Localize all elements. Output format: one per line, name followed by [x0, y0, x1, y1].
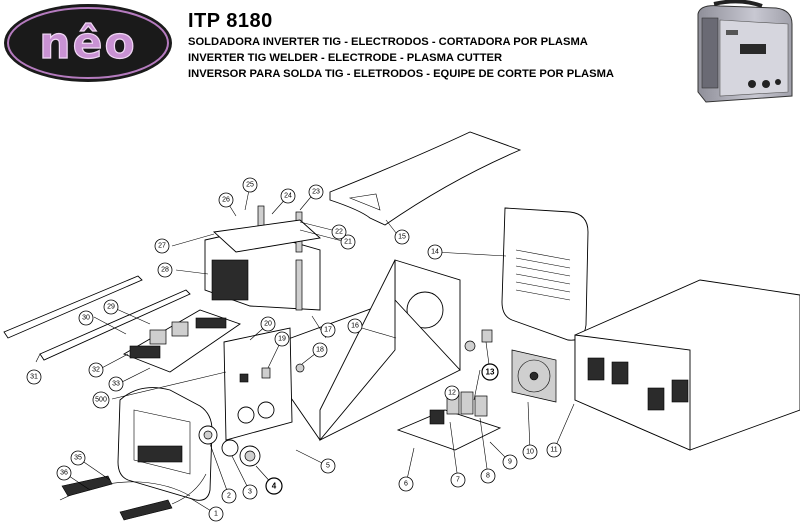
svg-text:35: 35: [74, 455, 82, 462]
callout-13: 13: [481, 363, 499, 381]
description-english: INVERTER TIG WELDER - ELECTRODE - PLASMA…: [188, 52, 503, 64]
svg-text:14: 14: [431, 249, 439, 256]
svg-text:6: 6: [404, 481, 408, 488]
svg-text:15: 15: [398, 234, 406, 241]
svg-text:17: 17: [324, 327, 332, 334]
description-spanish: SOLDADORA INVERTER TIG - ELECTRODOS - CO…: [188, 36, 588, 48]
description-portuguese: INVERSOR PARA SOLDA TIG - ELETRODOS - EQ…: [188, 68, 614, 80]
svg-text:4: 4: [272, 482, 277, 491]
svg-text:3: 3: [248, 489, 252, 496]
svg-text:30: 30: [82, 315, 90, 322]
callout-20: 20: [260, 316, 276, 332]
callout-3: 3: [242, 484, 258, 500]
callout-7: 7: [450, 472, 466, 488]
callout-10: 10: [522, 444, 538, 460]
callout-18: 18: [312, 342, 328, 358]
callout-6: 6: [398, 476, 414, 492]
callout-36: 36: [56, 465, 72, 481]
callout-30: 30: [78, 310, 94, 326]
svg-text:22: 22: [335, 229, 343, 236]
callout-33: 33: [108, 376, 124, 392]
exploded-view-drawing: 1 2 3 4 5 6 7 8 9 10 11 12 13 14 15 16 1…: [3, 131, 800, 522]
svg-text:28: 28: [161, 267, 169, 274]
svg-text:23: 23: [312, 189, 320, 196]
svg-text:7: 7: [456, 477, 460, 484]
callout-11: 11: [546, 442, 562, 458]
svg-text:33: 33: [112, 381, 120, 388]
callout-2: 2: [221, 488, 237, 504]
svg-text:18: 18: [316, 347, 324, 354]
callout-5: 5: [320, 458, 336, 474]
svg-text:11: 11: [550, 447, 557, 454]
callout-31: 31: [26, 369, 42, 385]
svg-text:2: 2: [227, 493, 231, 500]
svg-text:32: 32: [92, 367, 100, 374]
callout-16: 16: [347, 318, 363, 334]
svg-text:29: 29: [107, 304, 115, 311]
callout-12: 12: [444, 385, 460, 401]
callout-28: 28: [157, 262, 173, 278]
callout-29: 29: [103, 299, 119, 315]
callout-32: 32: [88, 362, 104, 378]
svg-text:16: 16: [351, 323, 359, 330]
callout-23: 23: [308, 184, 324, 200]
svg-text:19: 19: [278, 336, 286, 343]
callout-19: 19: [274, 331, 290, 347]
model-title: ITP 8180: [188, 10, 273, 32]
callout-25: 25: [242, 177, 258, 193]
svg-text:25: 25: [246, 182, 254, 189]
callout-22: 22: [331, 224, 347, 240]
svg-text:26: 26: [222, 197, 230, 204]
callout-9: 9: [502, 454, 518, 470]
svg-text:36: 36: [60, 470, 68, 477]
callout-24: 24: [280, 188, 296, 204]
callout-26: 26: [218, 192, 234, 208]
svg-text:5: 5: [326, 463, 330, 470]
svg-text:1: 1: [214, 511, 218, 518]
logo-text: nêo: [39, 18, 136, 69]
svg-text:21: 21: [344, 239, 352, 246]
svg-text:27: 27: [158, 243, 166, 250]
svg-text:500: 500: [95, 397, 107, 404]
svg-text:31: 31: [30, 374, 38, 381]
callout-14: 14: [427, 244, 443, 260]
callout-1: 1: [208, 506, 224, 522]
callout-labels: 1 2 3 4 5 6 7 8 9 10 11 12 13 14 15 16 1…: [26, 177, 562, 522]
svg-text:24: 24: [284, 193, 292, 200]
svg-text:8: 8: [486, 473, 490, 480]
callout-8: 8: [480, 468, 496, 484]
callout-27: 27: [154, 238, 170, 254]
svg-text:12: 12: [448, 390, 456, 397]
neo-logo: nêo: [4, 4, 172, 82]
callout-17: 17: [320, 322, 336, 338]
svg-text:20: 20: [264, 321, 272, 328]
svg-text:9: 9: [508, 459, 512, 466]
callout-35: 35: [70, 450, 86, 466]
callout-15: 15: [394, 229, 410, 245]
svg-text:10: 10: [526, 449, 534, 456]
callout-4: 4: [265, 477, 283, 495]
product-photo: [697, 0, 793, 103]
callout-500: 500: [92, 391, 110, 409]
svg-text:13: 13: [486, 368, 495, 377]
callout-21: 21: [340, 234, 356, 250]
